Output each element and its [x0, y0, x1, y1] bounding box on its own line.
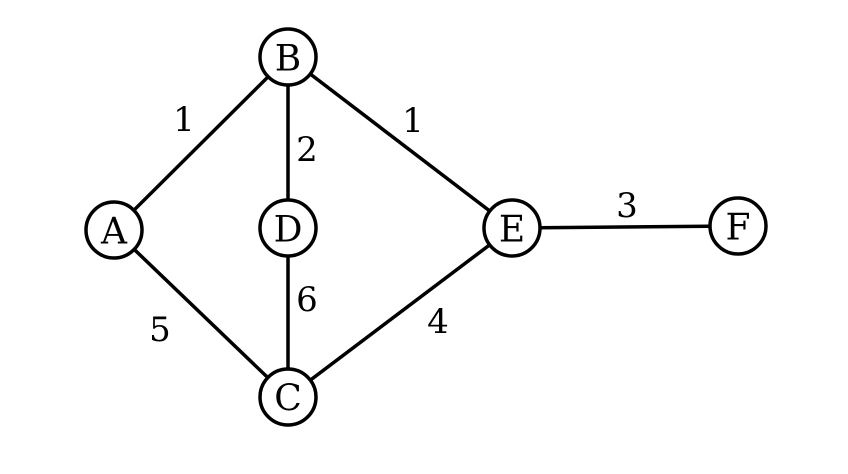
node-e-label: E [499, 210, 525, 251]
weight-d-c: 6 [296, 280, 318, 320]
weight-a-c: 5 [149, 310, 171, 350]
node-a-circle [84, 200, 144, 260]
node-b-circle [258, 27, 318, 87]
edges [112, 55, 740, 399]
weight-b-e: 1 [402, 101, 424, 141]
node-e: E [482, 198, 542, 258]
node-c-circle [258, 367, 318, 427]
weight-b-d: 2 [296, 130, 318, 170]
node-f-circle [708, 196, 768, 256]
edge-b-e [286, 55, 514, 230]
edge-e-f [510, 224, 740, 230]
weight-e-f: 3 [616, 186, 638, 226]
node-d-label: D [274, 210, 303, 251]
weight-c-e: 4 [427, 302, 449, 342]
node-f-label: F [726, 208, 751, 249]
node-a-label: A [100, 212, 128, 253]
nodes: A B C D E F [84, 27, 768, 427]
node-a: A [84, 200, 144, 260]
node-b-label: B [275, 39, 301, 80]
node-c-label: C [274, 379, 302, 420]
node-f: F [708, 196, 768, 256]
node-e-circle [482, 198, 542, 258]
node-b: B [258, 27, 318, 87]
node-d: D [258, 198, 318, 258]
node-c: C [258, 367, 318, 427]
edge-c-e [286, 226, 514, 399]
edge-a-c [112, 228, 290, 399]
weight-a-b: 1 [173, 100, 195, 140]
edge-a-b [112, 55, 290, 232]
node-d-circle [258, 198, 318, 258]
edge-weights: 1 2 1 3 5 6 4 [149, 100, 638, 350]
